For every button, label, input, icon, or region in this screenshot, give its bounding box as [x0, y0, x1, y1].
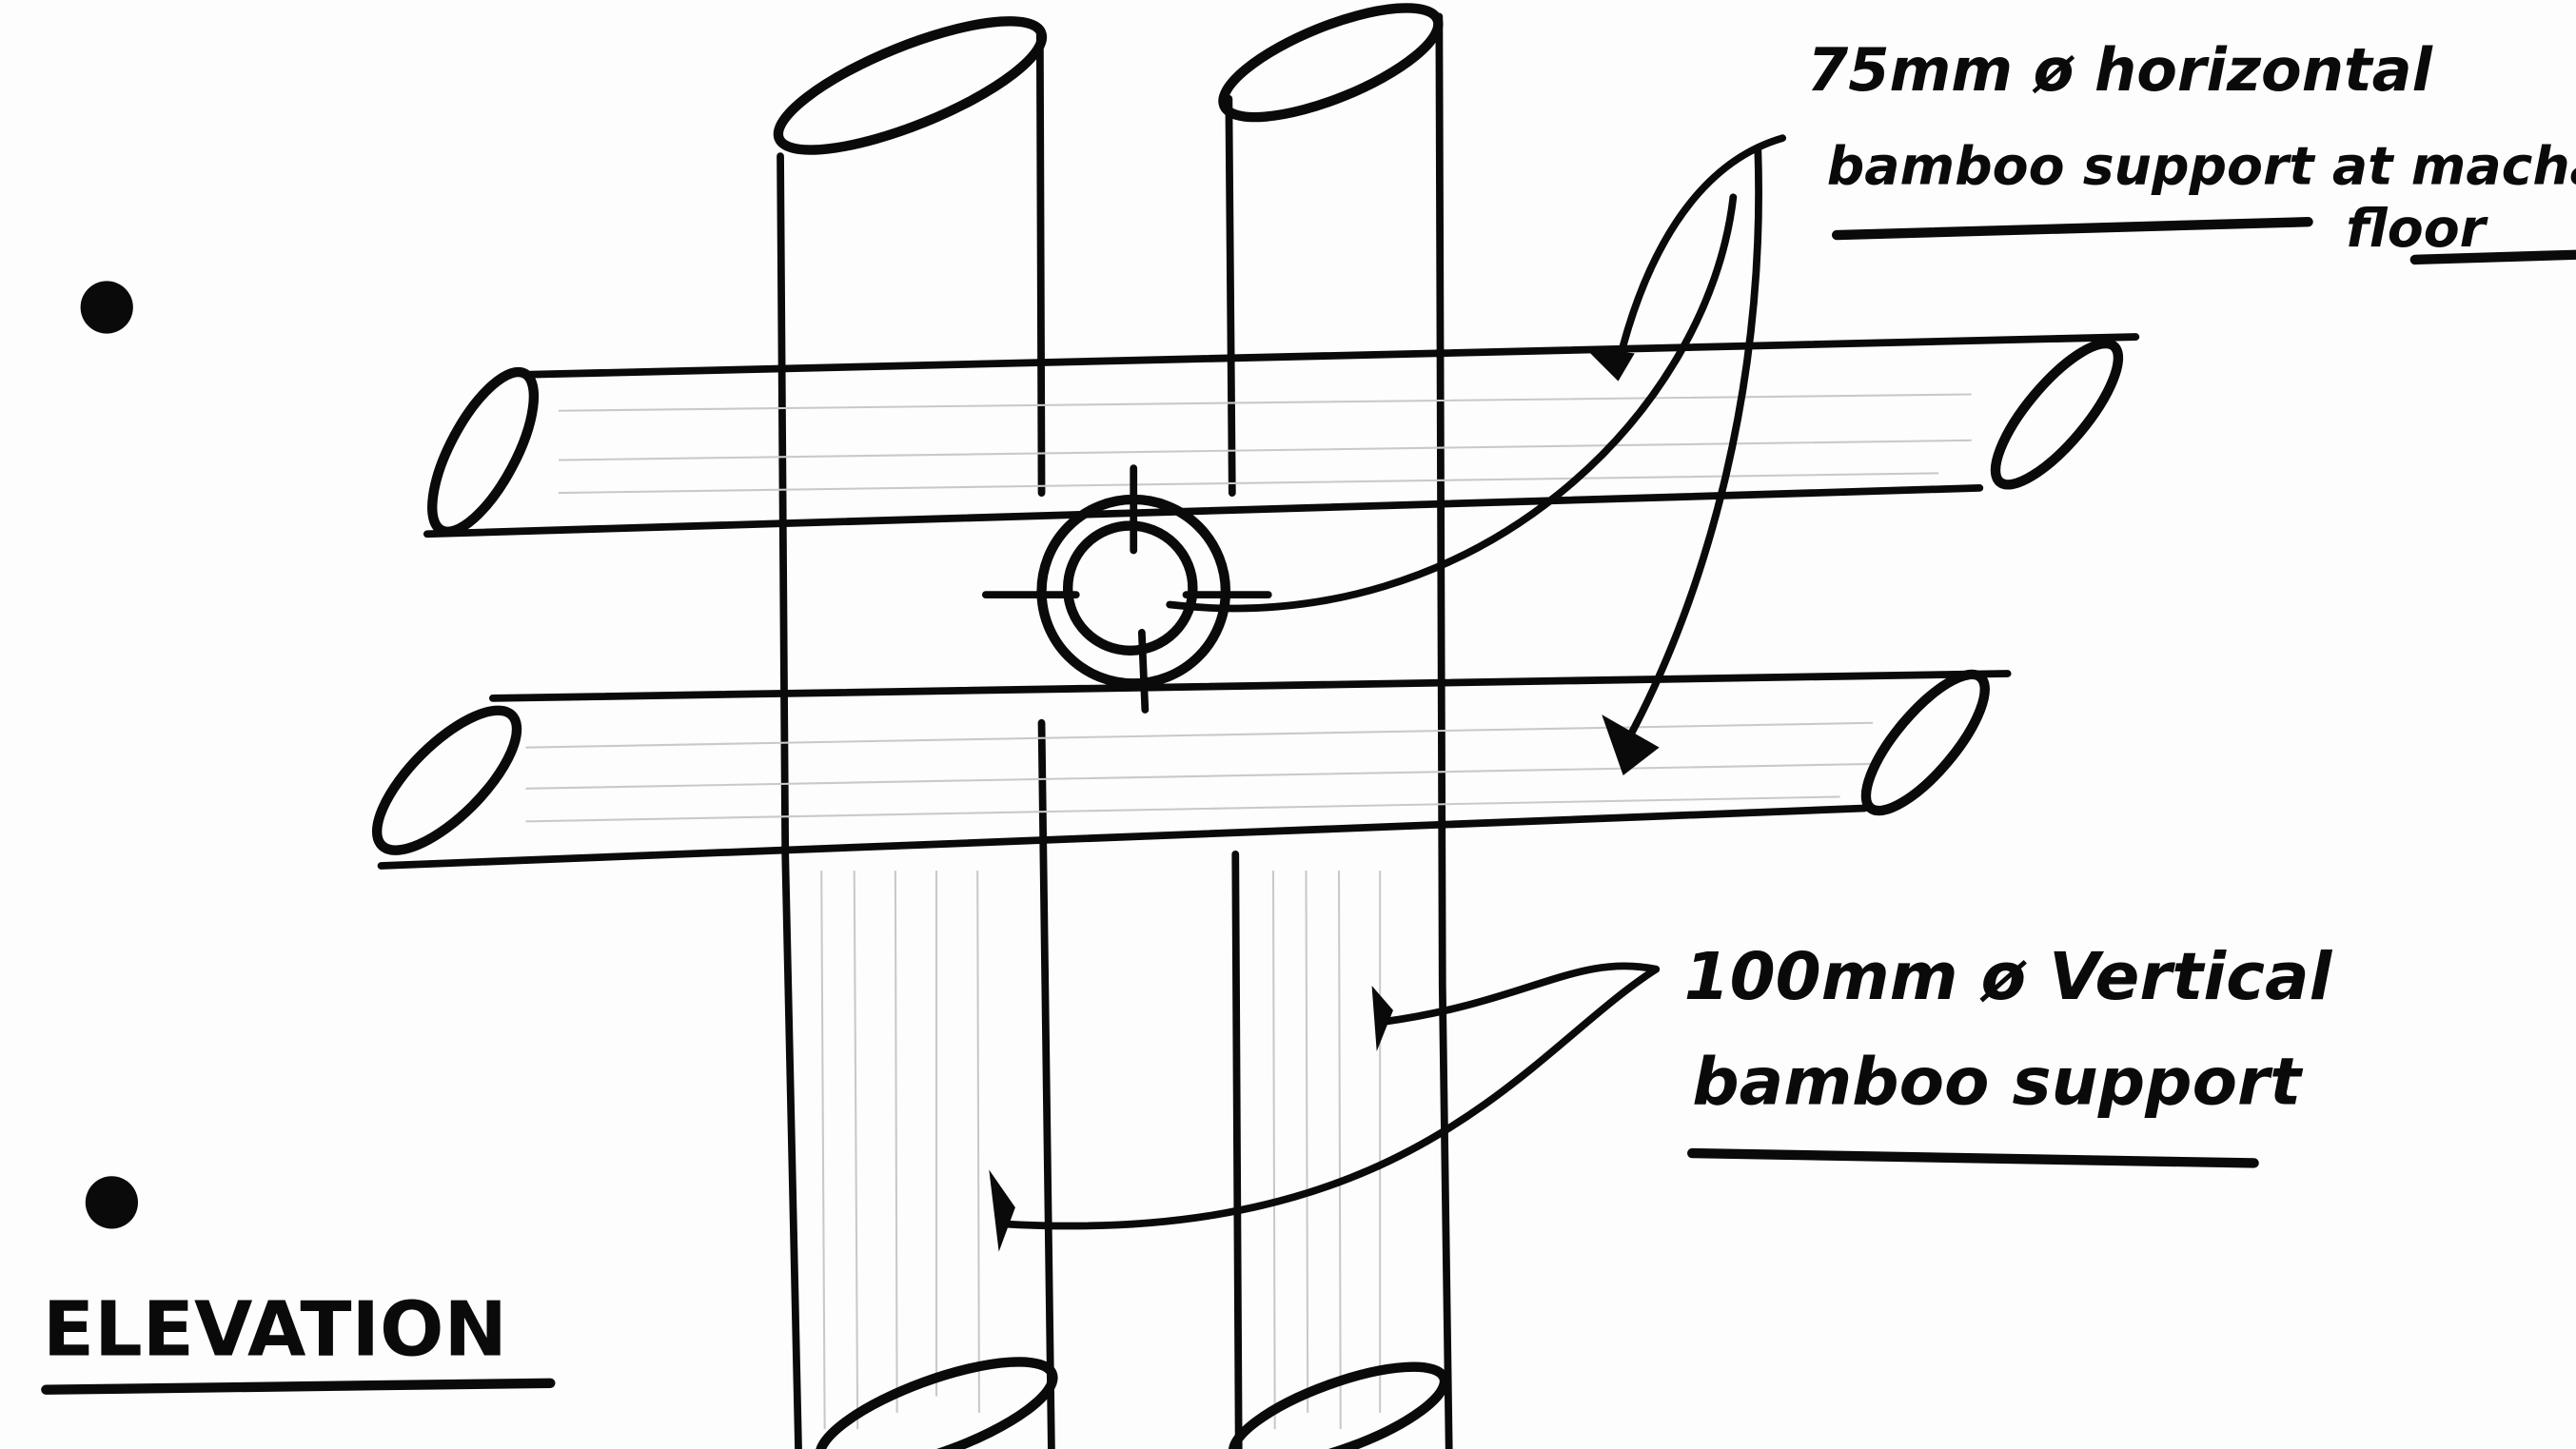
label-vertical-support: 100mm ø Vertical bamboo support	[1684, 939, 2333, 1168]
horizontal-bamboo-bottom	[371, 669, 2012, 870]
bamboo-joint-section	[981, 464, 1272, 714]
label-horizontal-support: 75mm ø horizontal bamboo support at mach…	[1807, 35, 2576, 265]
drawing-title: ELEVATION	[41, 1284, 556, 1395]
label-horizontal-line1: 75mm ø horizontal	[1807, 35, 2433, 105]
punch-hole-top	[80, 281, 133, 334]
vertical-bamboo-right	[1218, 3, 1453, 1449]
punch-hole-bottom	[85, 1176, 139, 1229]
label-horizontal-line2: bamboo support at machang	[1827, 137, 2576, 198]
label-horizontal-line3: floor	[2346, 199, 2488, 260]
leader-arrows-vertical	[989, 962, 1661, 1252]
vertical-bamboo-left	[773, 16, 1058, 1449]
label-vertical-line2: bamboo support	[1692, 1044, 2304, 1120]
elevation-title: ELEVATION	[43, 1284, 507, 1373]
label-vertical-line1: 100mm ø Vertical	[1684, 939, 2333, 1015]
leader-arrows-horizontal	[1166, 134, 1787, 776]
